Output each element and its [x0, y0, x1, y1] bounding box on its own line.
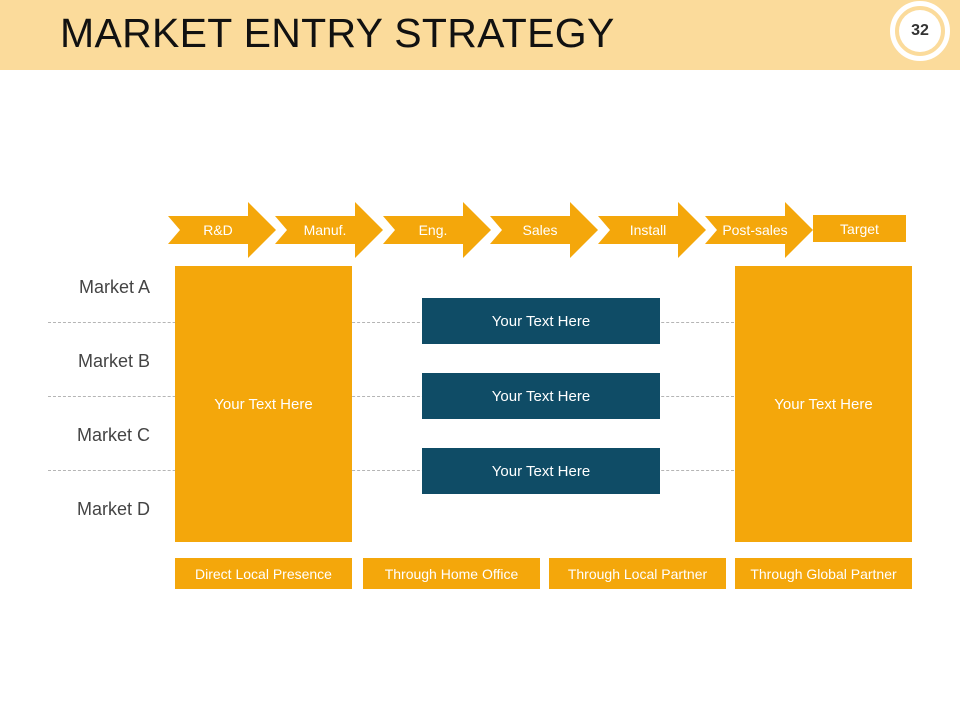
- stage-label: Install: [629, 222, 667, 238]
- middle-text-box: Your Text Here: [422, 298, 660, 344]
- direct-presence-column: Your Text Here: [175, 266, 352, 542]
- stage-label: R&D: [203, 222, 233, 238]
- chevron-shape: [598, 202, 706, 258]
- stage-chevron-post-sales: Post-sales: [705, 202, 813, 258]
- market-label-d: Market D: [76, 499, 150, 519]
- market-divider: [48, 322, 734, 323]
- page-number: 32: [899, 10, 941, 52]
- entry-mode-home-office: Through Home Office: [363, 558, 540, 589]
- stage-chevron-install: Install: [598, 202, 706, 258]
- market-label-a: Market A: [78, 277, 150, 297]
- global-partner-column: Your Text Here: [735, 266, 912, 542]
- market-label-c: Market C: [76, 425, 150, 445]
- target-box: Target: [813, 215, 906, 242]
- entry-mode-direct: Direct Local Presence: [175, 558, 352, 589]
- chevron-shape: [168, 202, 276, 258]
- market-divider: [48, 396, 734, 397]
- page-number-badge: 32: [890, 1, 950, 61]
- header-bar: [0, 0, 960, 70]
- market-divider: [48, 470, 734, 471]
- stage-label: Eng.: [418, 222, 448, 238]
- middle-text-box: Your Text Here: [422, 373, 660, 419]
- column-text: Your Text Here: [214, 395, 313, 413]
- stage-chevron-rnd: R&D: [168, 202, 276, 258]
- market-label-b: Market B: [77, 351, 150, 371]
- stage-chevron-sales: Sales: [490, 202, 598, 258]
- chevron-shape: [490, 202, 598, 258]
- stage-chevron-eng: Eng.: [383, 202, 491, 258]
- chevron-shape: [705, 202, 813, 258]
- stage-label: Sales: [522, 222, 558, 238]
- stage-label: Manuf.: [303, 222, 347, 238]
- stage-label: Post-sales: [722, 222, 788, 238]
- chevron-shape: [275, 202, 383, 258]
- stage-chevron-manuf: Manuf.: [275, 202, 383, 258]
- page-title: MARKET ENTRY STRATEGY: [60, 10, 615, 56]
- column-text: Your Text Here: [774, 395, 873, 413]
- chevron-shape: [383, 202, 491, 258]
- entry-mode-local-partner: Through Local Partner: [549, 558, 726, 589]
- entry-mode-global-partner: Through Global Partner: [735, 558, 912, 589]
- middle-text-box: Your Text Here: [422, 448, 660, 494]
